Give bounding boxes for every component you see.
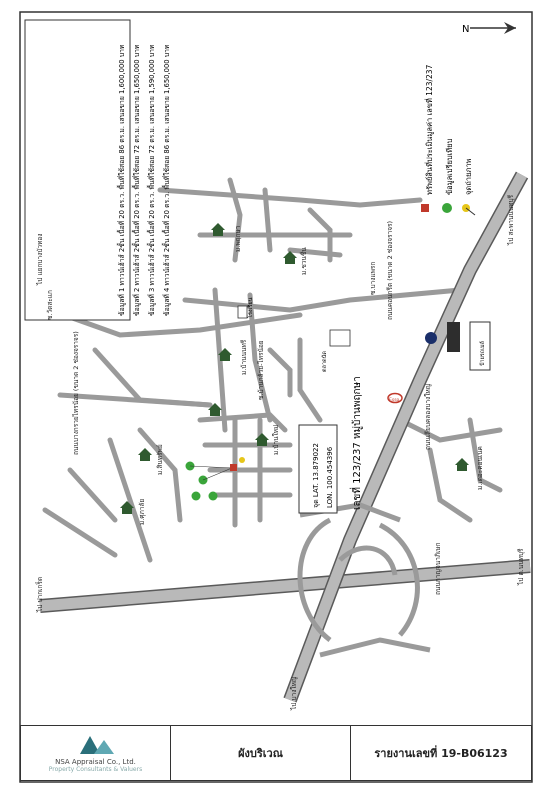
svg-text:ม.สินทรัพย์: ม.สินทรัพย์ bbox=[156, 444, 164, 475]
legend-comparable: ข้อมูลเปรียบเทียบ bbox=[445, 138, 454, 195]
red-square-icon bbox=[421, 204, 429, 212]
comparables-box: ข้อมูลที่ 1 ทาวน์เฮ้าส์ 2ชั้น เนื้อที่ 2… bbox=[24, 19, 171, 321]
svg-text:ม.บ้านนนทรี: ม.บ้านนนทรี bbox=[240, 339, 248, 375]
svg-text:ซ.วัดสะแก: ซ.วัดสะแก bbox=[46, 290, 54, 320]
diagonal-main-road bbox=[283, 171, 529, 703]
lon-label: LON. 100.454396 bbox=[326, 446, 334, 508]
market-icon bbox=[329, 329, 351, 347]
lat-label: จุด LAT. 13.879022 bbox=[312, 443, 320, 508]
svg-text:ไป ปากเกร็ด: ไป ปากเกร็ด bbox=[35, 577, 44, 613]
legend-photo: จุดถ่ายภาพ bbox=[464, 158, 473, 195]
company-logo: NSA Appraisal Co., Ltd. Property Consult… bbox=[21, 726, 171, 780]
svg-text:ถนนบางกรวยไทรน้อย (ขนาด 2 ช่อง: ถนนบางกรวยไทรน้อย (ขนาด 2 ช่องจราจร) bbox=[72, 331, 80, 455]
ptt-icon bbox=[425, 332, 437, 344]
diagram-title: ผังบริเวณ bbox=[171, 726, 351, 780]
svg-text:โรงเรียน: โรงเรียน bbox=[246, 297, 254, 318]
comparable-1: ข้อมูลที่ 1 ทาวน์เฮ้าส์ 2ชั้น เนื้อที่ 2… bbox=[116, 44, 126, 316]
village-icons bbox=[120, 223, 469, 514]
company-name: NSA Appraisal Co., Ltd. bbox=[55, 757, 136, 766]
esso-icon bbox=[387, 392, 403, 404]
village-house-icon bbox=[208, 403, 222, 416]
svg-text:ถนนคอนกรีต (ขนาด 2 ช่องจราจร): ถนนคอนกรีต (ขนาด 2 ช่องจราจร) bbox=[386, 221, 394, 320]
company-tagline: Property Consultants & Valuers bbox=[48, 765, 143, 773]
svg-text:ถนนกาญจนาภิเษก: ถนนกาญจนาภิเษก bbox=[434, 542, 442, 595]
comparable-2: ข้อมูลที่ 2 ทาวน์เฮ้าส์ 2ชั้น เนื้อที่ 2… bbox=[131, 44, 141, 316]
subject-property-marker bbox=[230, 464, 237, 471]
svg-text:ม.พฤกษา: ม.พฤกษา bbox=[234, 225, 242, 252]
comparable-marker bbox=[208, 491, 218, 501]
svg-text:ป้ายรถเมล์: ป้ายรถเมล์ bbox=[479, 341, 486, 366]
svg-text:ม.ศุภาลัย: ม.ศุภาลัย bbox=[138, 499, 146, 525]
title-block: NSA Appraisal Co., Ltd. Property Consult… bbox=[20, 725, 532, 781]
village-house-icon bbox=[120, 501, 134, 514]
legend-subject: ทรัพย์สินที่ประเมินมูลค่า เลขที่ 123/237 bbox=[424, 64, 434, 195]
comparable-marker bbox=[191, 491, 201, 501]
svg-text:ซ.บางแพรก: ซ.บางแพรก bbox=[369, 262, 377, 295]
legend: ทรัพย์สินที่ประเมินมูลค่า เลขที่ 123/237… bbox=[421, 64, 476, 216]
svg-text:ถนนเลียบคลองบางใหญ่: ถนนเลียบคลองบางใหญ่ bbox=[424, 383, 432, 450]
village-house-icon bbox=[255, 433, 269, 446]
village-house-icon bbox=[455, 458, 469, 471]
comparable-markers bbox=[185, 461, 233, 501]
svg-text:ซ.บ้านกล้วย-ไทรน้อย: ซ.บ้านกล้วย-ไทรน้อย bbox=[257, 340, 265, 400]
svg-text:ไป บางใหญ่: ไป บางใหญ่ bbox=[290, 676, 298, 711]
landmark-markers: Esso ป้ายรถเมล์ ตลาดนัด โรงเรียน bbox=[237, 297, 491, 404]
school-icon bbox=[237, 305, 248, 319]
svg-text:Esso: Esso bbox=[389, 397, 400, 403]
photo-point-marker bbox=[239, 457, 245, 463]
north-arrow-icon: N bbox=[462, 22, 516, 35]
comparable-3: ข้อมูลที่ 3 ทาวน์เฮ้าส์ 2ชั้น เนื้อที่ 2… bbox=[146, 44, 156, 316]
green-circle-icon bbox=[442, 203, 452, 213]
report-number: รายงานเลขที่ 19-B06123 bbox=[374, 747, 508, 760]
svg-text:ม.เดอะคอนเนค: ม.เดอะคอนเนค bbox=[476, 446, 484, 490]
interchange-loops bbox=[297, 502, 431, 658]
bus-stop-icon bbox=[447, 322, 460, 352]
village-labels: ม.พฤกษา ม.ชวนชื่น ม.บ้านนนทรี ม.สินทรัพย… bbox=[138, 225, 484, 525]
svg-text:ตลาดนัด: ตลาดนัด bbox=[321, 351, 328, 372]
village-house-icon bbox=[218, 348, 232, 361]
road-labels: ไป ปากเกร็ด ไป ต.นนทบุรี ถนนกาญจนาภิเษก … bbox=[35, 194, 525, 711]
village-house-icon bbox=[211, 223, 225, 236]
local-roads bbox=[42, 177, 503, 563]
village-house-icon bbox=[283, 251, 297, 264]
village-house-icon bbox=[138, 448, 152, 461]
handwritten-note: เลขที่ 123/237 หมู่บ้านพฤกษา bbox=[349, 376, 363, 510]
kanchanaphisek-road bbox=[39, 559, 531, 613]
comparable-4: ข้อมูลที่ 4 ทาวน์เฮ้าส์ 2ชั้น เนื้อที่ 2… bbox=[161, 44, 171, 316]
svg-text:ไป สะพานนนทบุรี: ไป สะพานนนทบุรี bbox=[507, 194, 515, 246]
svg-text:ม.ชวนชื่น: ม.ชวนชื่น bbox=[299, 247, 308, 275]
svg-text:ม.บ้านใหม่: ม.บ้านใหม่ bbox=[272, 425, 280, 455]
company-logo-icon bbox=[79, 735, 114, 754]
svg-text:ไป ต.นนทบุรี: ไป ต.นนทบุรี bbox=[517, 548, 525, 586]
svg-text:ไป แยกบางบัวทอง: ไป แยกบางบัวทอง bbox=[36, 234, 44, 286]
svg-text:N: N bbox=[462, 24, 469, 35]
coordinate-box: จุด LAT. 13.879022 LON. 100.454396 bbox=[298, 424, 338, 514]
